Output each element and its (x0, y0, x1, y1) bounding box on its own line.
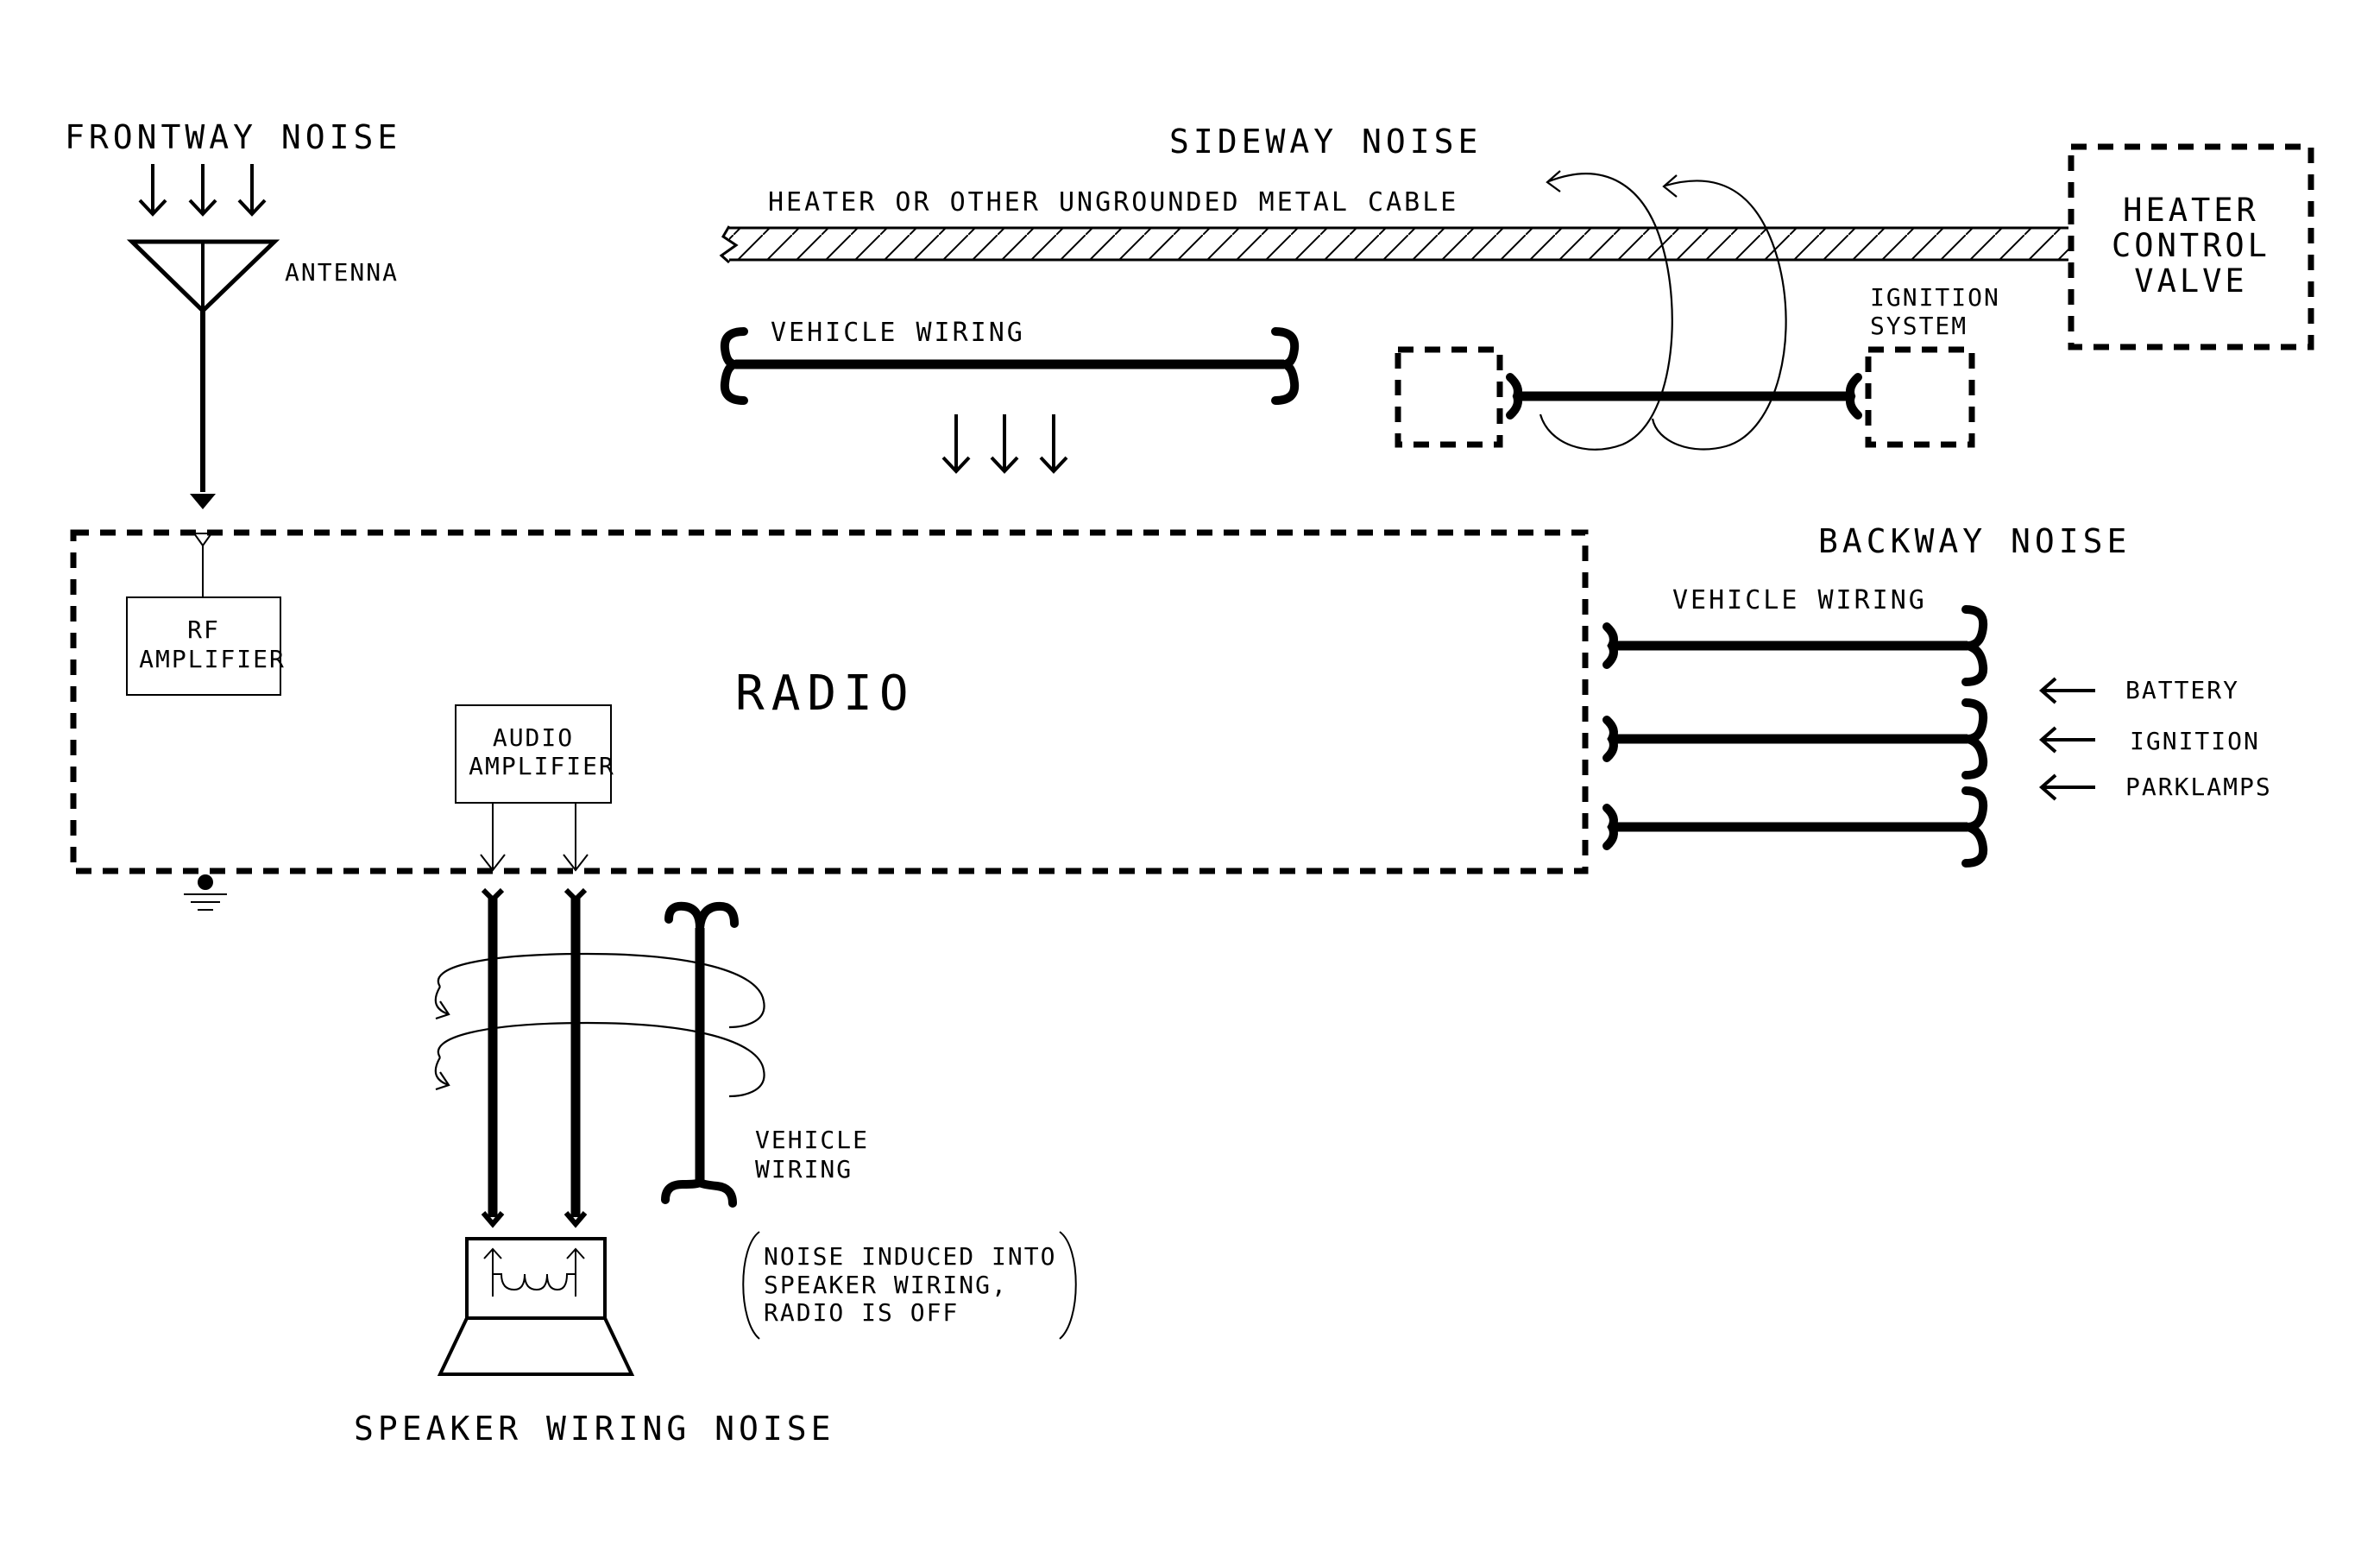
vehicle-wiring-bottom-line-1: VEHICLE (755, 1126, 869, 1154)
ground-symbol (184, 874, 227, 911)
metal-cable-label: HEATER OR OTHER UNGROUNDED METAL CABLE (768, 187, 1458, 218)
ignition-source-box (1395, 346, 1503, 448)
speaker-symbol (437, 1237, 635, 1376)
backway-noise-label: BACKWAY NOISE (1818, 522, 2131, 560)
vehicle-wiring-noise-arrows (941, 414, 1068, 474)
note-brackets (742, 1231, 1077, 1340)
frontway-noise-label: FRONTWAY NOISE (65, 118, 401, 156)
rf-amplifier-box (126, 596, 281, 696)
rf-amplifier-line-1: RF (187, 615, 220, 644)
audio-amplifier-line-2: AMPLIFIER (469, 752, 615, 780)
heater-valve-line-3: VALVE (2134, 262, 2247, 300)
ignition-system-box (1865, 346, 1975, 448)
ignition-system-line-1: IGNITION (1870, 283, 2000, 312)
heater-valve-line-1: HEATER (2123, 192, 2259, 229)
speaker-field-loops (434, 952, 765, 1098)
backway-input-arrows (2038, 677, 2095, 801)
audio-outputs (480, 803, 589, 872)
vehicle-wiring-top (720, 327, 1300, 405)
antenna-input (192, 533, 213, 597)
note-line-3: RADIO IS OFF (764, 1298, 959, 1327)
backway-wires (1602, 605, 1988, 868)
ignition-label: IGNITION (2130, 727, 2260, 755)
metal-cable (719, 225, 2068, 264)
heater-control-valve-box (2068, 143, 2314, 350)
ignition-wire (1506, 373, 1862, 420)
sideway-noise-label: SIDEWAY NOISE (1169, 123, 1482, 161)
parklamps-label: PARKLAMPS (2125, 773, 2272, 801)
rf-amplifier-line-2: AMPLIFIER (139, 645, 286, 673)
audio-amplifier-box (455, 704, 612, 804)
radio-box (70, 529, 1589, 874)
note-line-2: SPEAKER WIRING, (764, 1271, 1008, 1299)
battery-label: BATTERY (2125, 676, 2239, 704)
audio-amplifier-line-1: AUDIO (493, 723, 574, 752)
antenna-label: ANTENNA (285, 258, 399, 287)
magnetic-field-loops (1539, 170, 1787, 451)
speaker-wiring-noise-label: SPEAKER WIRING NOISE (354, 1410, 835, 1448)
speaker-wires (481, 887, 588, 1228)
heater-valve-line-2: CONTROL (2112, 227, 2270, 264)
vehicle-wiring-bottom (661, 901, 739, 1208)
antenna-symbol (126, 239, 280, 509)
vehicle-wiring-right-label: VEHICLE WIRING (1672, 585, 1927, 615)
radio-label: RADIO (735, 666, 916, 722)
ignition-system-line-2: SYSTEM (1870, 312, 1968, 340)
vehicle-wiring-bottom-line-2: WIRING (755, 1155, 853, 1183)
frontway-noise-arrows (138, 164, 267, 217)
vehicle-wiring-top-label: VEHICLE WIRING (771, 318, 1025, 348)
note-line-1: NOISE INDUCED INTO (764, 1242, 1056, 1271)
